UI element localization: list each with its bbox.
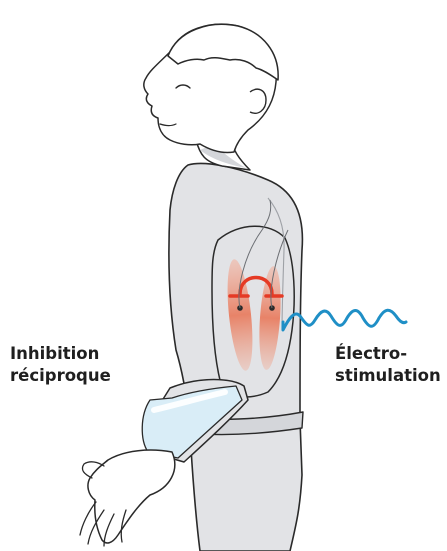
label-electrostimulation: Électro- stimulation xyxy=(335,343,441,387)
finger-1 xyxy=(80,502,96,535)
label-electrostimulation-line2: stimulation xyxy=(335,365,441,387)
label-reciprocal-inhibition: Inhibition réciproque xyxy=(10,343,111,387)
signal-wave xyxy=(283,310,406,330)
label-electrostimulation-line1: Électro- xyxy=(335,343,441,365)
label-reciprocal-inhibition-line2: réciproque xyxy=(10,365,111,387)
label-reciprocal-inhibition-line1: Inhibition xyxy=(10,343,111,365)
